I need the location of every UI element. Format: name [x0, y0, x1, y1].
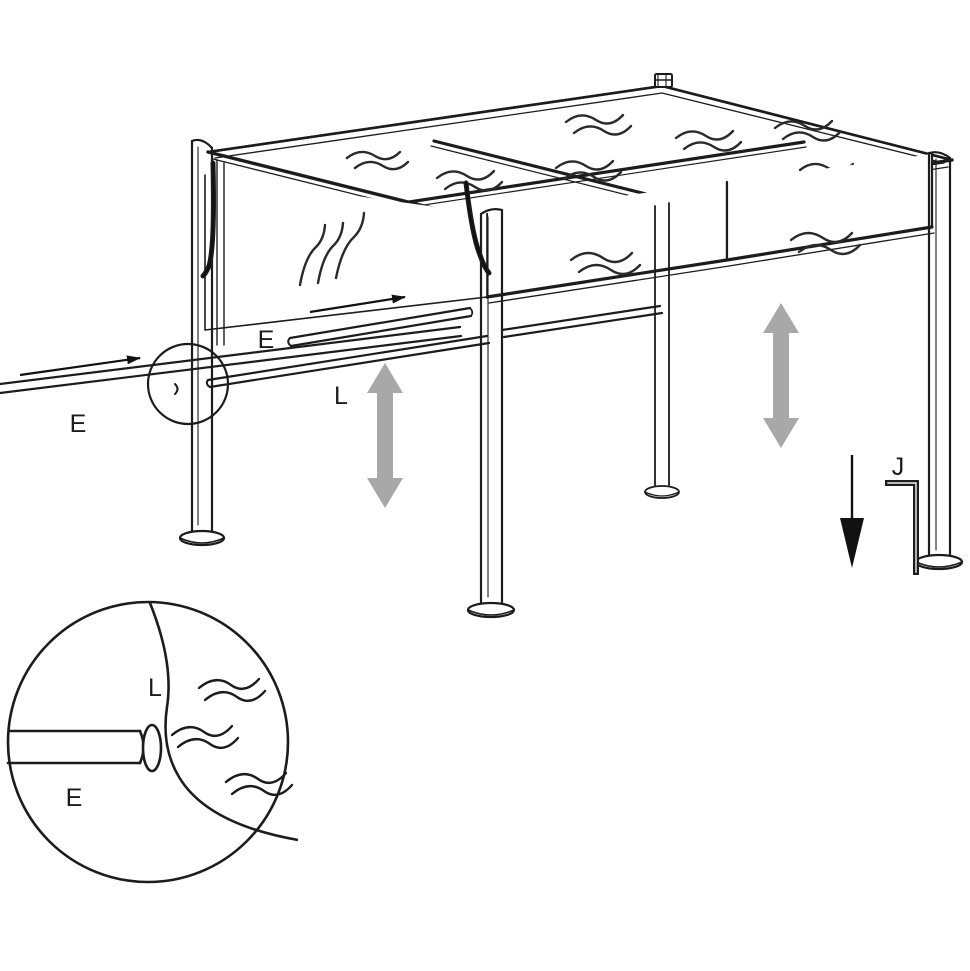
detail-callout-circle [146, 342, 230, 426]
arrow-insert-upper [309, 294, 406, 314]
lower-side-rail [205, 334, 491, 389]
insert-arrows [19, 294, 406, 377]
hex-key-tool [885, 480, 919, 575]
label-rod-detail: E [66, 784, 83, 812]
corner-brace-left [200, 160, 216, 279]
slide-rod-lower [0, 325, 463, 395]
post-rear-center [644, 202, 680, 499]
slide-rod-upper [287, 306, 474, 348]
detail-fabric-texture [170, 677, 294, 797]
label-fabric-main: L [334, 382, 348, 410]
tighten-arrow [840, 455, 864, 568]
fabric-bottom-bar-left [485, 293, 504, 299]
detail-rod-tip [141, 723, 163, 773]
left-side-fabric-texture [298, 211, 366, 287]
post-front-right [914, 151, 964, 571]
pergola-main-view [0, 73, 964, 619]
label-fabric-detail: L [148, 674, 162, 702]
arrow-updown-left [367, 363, 403, 508]
detail-view [6, 600, 299, 884]
front-fabric-texture [569, 231, 862, 276]
front-fabric-panels [485, 152, 935, 304]
label-rod-upper: E [258, 326, 275, 354]
lower-side-rail-rear [500, 304, 664, 339]
arrow-insert-lower [19, 355, 141, 377]
label-rod-left: E [70, 410, 87, 438]
post-front-center [466, 208, 516, 619]
left-side-fabric [204, 174, 488, 331]
post-foot-front-center [466, 601, 516, 619]
travel-arrows [367, 303, 799, 508]
post-foot-front-right [914, 553, 964, 571]
roof-finial [654, 73, 673, 88]
label-hex-key: J [892, 453, 905, 481]
detail-fabric-edge [148, 602, 299, 842]
post-rear-left [216, 159, 225, 346]
post-foot-front-left [178, 529, 226, 547]
roof-fabric-texture [345, 113, 863, 192]
arrow-updown-right [763, 303, 799, 448]
post-foot-rear-center [644, 485, 680, 499]
corner-brace-center [463, 180, 492, 276]
